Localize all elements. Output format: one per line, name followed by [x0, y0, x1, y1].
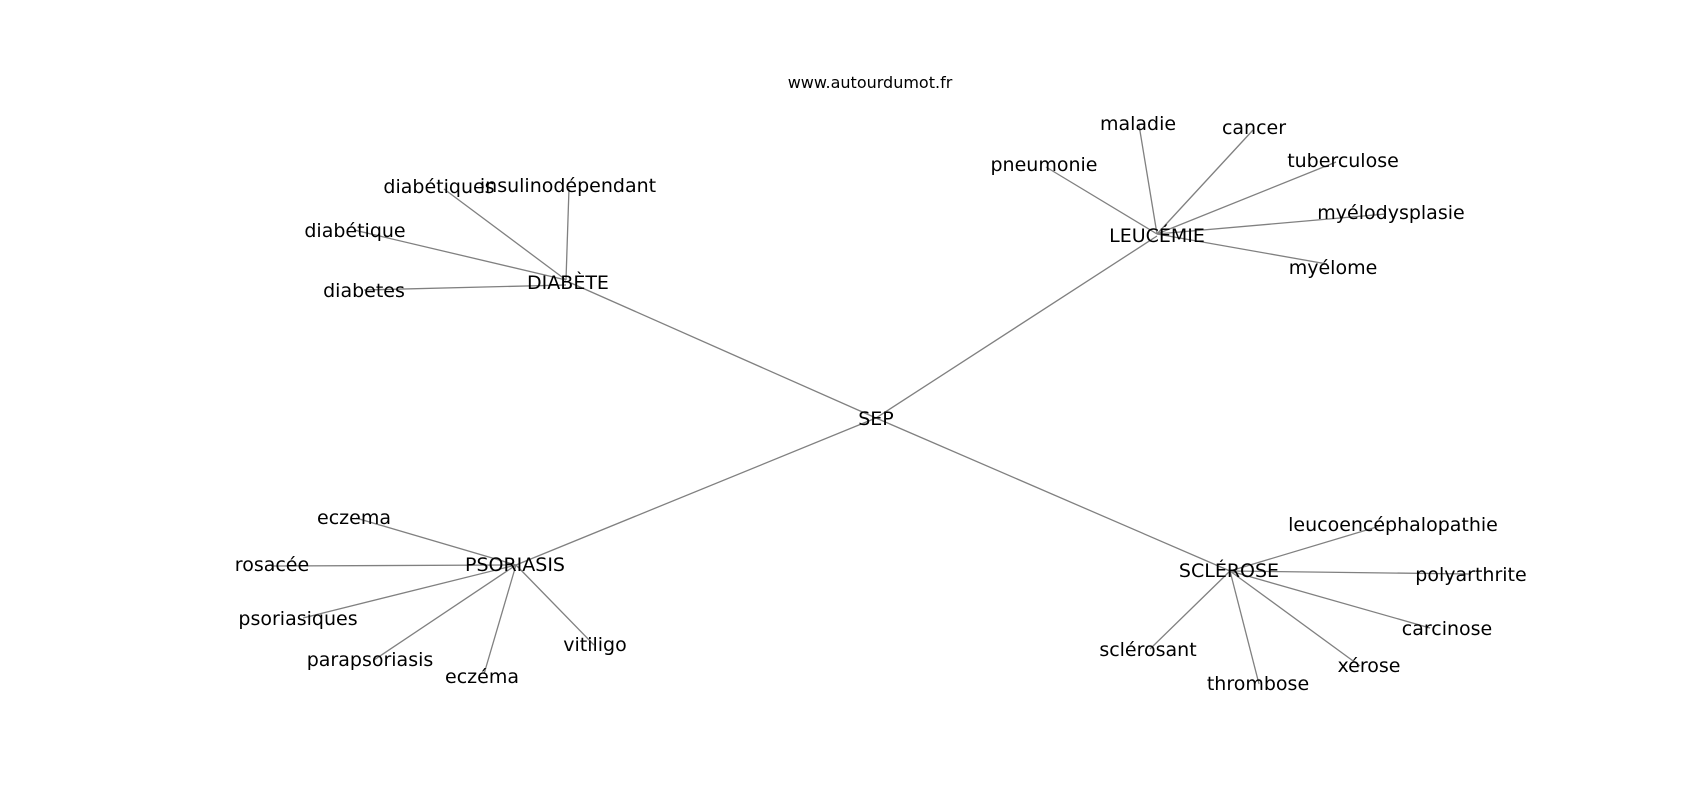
leaf-leucoencephalopathie: leucoencéphalopathie	[1288, 514, 1498, 536]
hub-psoriasis: PSORIASIS	[465, 554, 565, 576]
edges-layer	[270, 124, 1471, 685]
hub-leucemie: LEUCÉMIE	[1109, 224, 1205, 247]
leaf-xerose: xérose	[1338, 655, 1401, 677]
leaf-diabetes: diabetes	[323, 280, 405, 302]
leaf-insulinodependant: insulinodépendant	[480, 175, 656, 197]
edge-leucemie-tuberculose	[1156, 161, 1337, 235]
labels-layer: www.autourdumot.fr SEP DIABÈTE diabétiqu…	[235, 73, 1527, 695]
edge-sclerose-leucoencephalopathie	[1229, 525, 1381, 572]
leaf-parapsoriasis: parapsoriasis	[307, 649, 434, 671]
edge-psoriasis-eczema2	[483, 564, 517, 675]
leaf-myelodysplasie: myélodysplasie	[1317, 202, 1464, 224]
edge-leucemie-cancer	[1156, 129, 1254, 235]
leaf-diabetiques: diabétiques	[383, 176, 494, 198]
edge-psoriasis-vitiligo	[515, 564, 595, 646]
hub-diabete: DIABÈTE	[527, 271, 609, 294]
edge-psoriasis-parapsoriasis	[373, 564, 517, 661]
leaf-eczema-accent: eczéma	[445, 666, 519, 688]
edge-diabete-diabetes	[363, 284, 567, 291]
node-center: SEP	[858, 408, 894, 430]
edge-leucemie-pneumonie	[1045, 166, 1158, 235]
leaf-thrombose: thrombose	[1207, 673, 1309, 695]
edge-sclerose-thrombose	[1229, 570, 1260, 685]
leaf-eczema: eczema	[317, 507, 391, 529]
leaf-vitiligo: vitiligo	[563, 634, 627, 656]
edge-leucemie-myelome	[1156, 233, 1328, 265]
edge-sep-leucemie	[875, 235, 1158, 419]
edge-leucemie-maladie	[1138, 124, 1158, 235]
leaf-tuberculose: tuberculose	[1287, 150, 1399, 172]
edge-sep-sclerose	[875, 417, 1231, 572]
edge-sclerose-carcinose	[1229, 570, 1431, 629]
hub-sclerose: SCLÉROSE	[1179, 559, 1279, 582]
leaf-pneumonie: pneumonie	[991, 154, 1098, 176]
leaf-psoriasiques: psoriasiques	[238, 608, 357, 630]
edge-diabete-diabetiques	[443, 188, 567, 281]
leaf-myelome: myélome	[1289, 257, 1378, 279]
edge-sep-psoriasis	[515, 417, 877, 566]
edge-diabete-diabetique	[353, 229, 567, 281]
leaf-rosacee: rosacée	[235, 554, 309, 576]
site-url: www.autourdumot.fr	[788, 73, 953, 92]
edge-sclerose-polyarthrite	[1229, 570, 1471, 575]
leaf-diabetique: diabétique	[304, 220, 405, 242]
edge-leucemie-myelodysplasie	[1156, 213, 1387, 235]
leaf-polyarthrite: polyarthrite	[1415, 564, 1526, 586]
edge-sep-diabete	[570, 282, 877, 419]
edge-psoriasis-rosacee	[270, 564, 517, 567]
leaf-carcinose: carcinose	[1402, 618, 1492, 640]
leaf-cancer: cancer	[1222, 117, 1286, 139]
leaf-sclerosant: sclérosant	[1099, 639, 1196, 661]
edge-psoriasis-eczema	[355, 517, 517, 566]
edge-psoriasis-psoriasiques	[302, 564, 517, 619]
edge-sclerose-xerose	[1229, 570, 1361, 667]
leaf-maladie: maladie	[1100, 113, 1176, 135]
edge-diabete-insulinodependant	[565, 187, 570, 281]
edge-sclerose-sclerosant	[1149, 570, 1231, 650]
